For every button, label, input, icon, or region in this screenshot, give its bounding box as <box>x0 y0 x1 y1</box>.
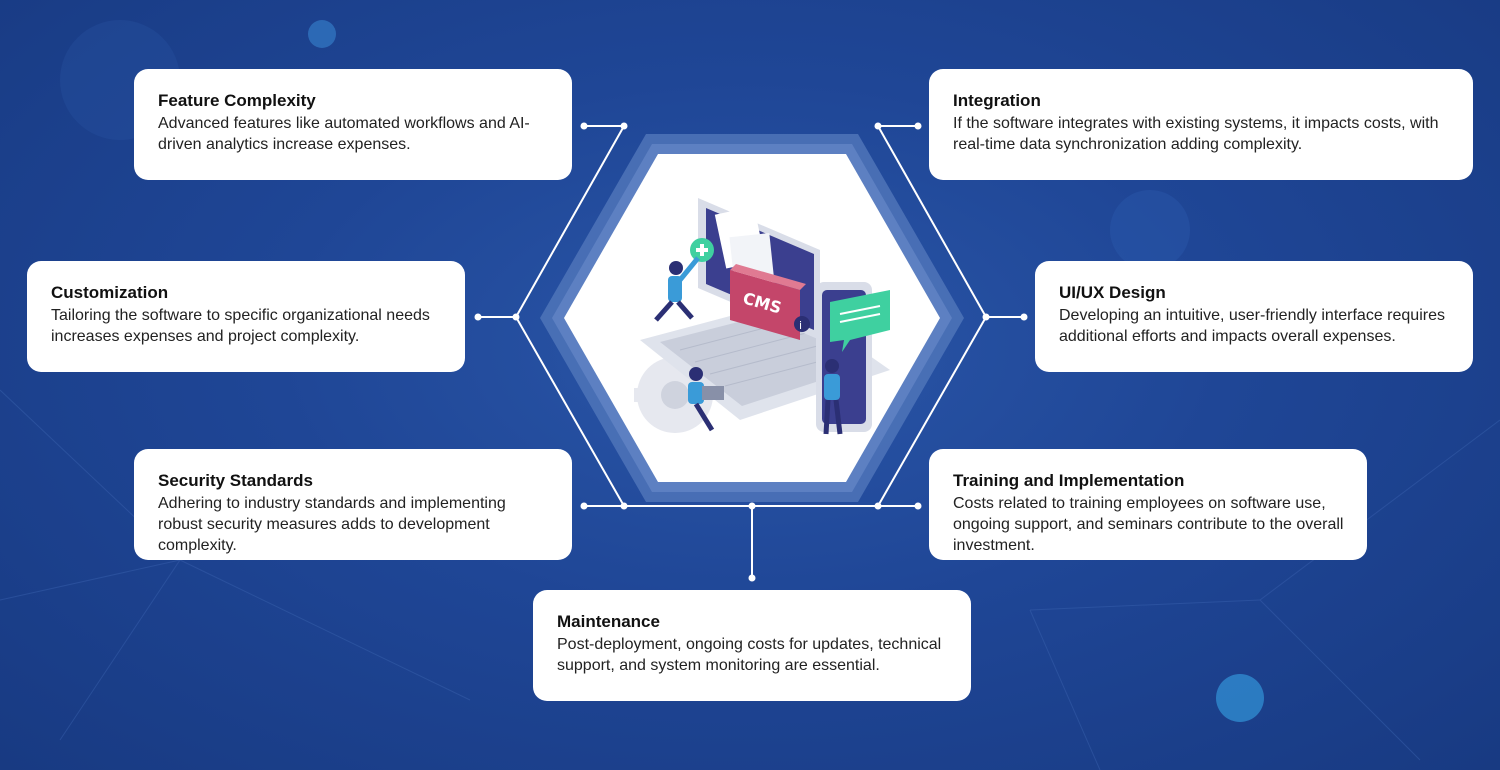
card-description: If the software integrates with existing… <box>953 115 1439 153</box>
card-title: Maintenance <box>557 612 660 631</box>
person-sitting-figure <box>688 367 724 432</box>
card-title: Feature Complexity <box>158 91 316 110</box>
card-title: Customization <box>51 283 169 302</box>
card-feature-complexity: Feature Complexity Advanced features lik… <box>134 69 572 180</box>
card-title: Training and Implementation <box>953 471 1185 490</box>
person-phone-figure <box>823 359 843 435</box>
card-description: Post-deployment, ongoing costs for updat… <box>557 636 942 674</box>
card-description: Developing an intuitive, user-friendly i… <box>1059 307 1445 345</box>
cms-illustration: CMS i <box>634 198 890 435</box>
card-uiux-design: UI/UX Design Developing an intuitive, us… <box>1035 261 1473 372</box>
card-description: Advanced features like automated workflo… <box>158 115 530 153</box>
card-title: UI/UX Design <box>1059 283 1166 302</box>
card-description: Costs related to training employees on s… <box>953 495 1344 554</box>
card-title: Integration <box>953 91 1041 110</box>
person-figure <box>654 256 700 322</box>
card-description: Adhering to industry standards and imple… <box>158 495 506 554</box>
card-integration: Integration If the software integrates w… <box>929 69 1473 180</box>
card-maintenance: Maintenance Post-deployment, ongoing cos… <box>533 590 971 701</box>
card-security-standards: Security Standards Adhering to industry … <box>134 449 572 560</box>
card-training-implementation: Training and Implementation Costs relate… <box>929 449 1367 560</box>
card-description: Tailoring the software to specific organ… <box>51 307 430 345</box>
card-title: Security Standards <box>158 471 313 490</box>
card-customization: Customization Tailoring the software to … <box>27 261 465 372</box>
info-icon: i <box>799 319 802 332</box>
